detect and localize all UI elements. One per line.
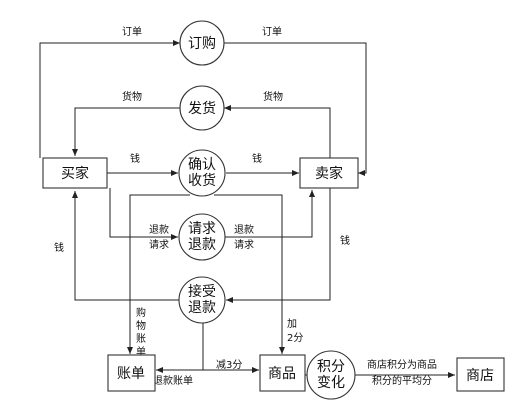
node-confirm-label-2: 收货 bbox=[188, 172, 216, 189]
node-score-change: 积分 变化 bbox=[306, 350, 356, 400]
node-seller: 卖家 bbox=[299, 157, 359, 189]
node-refund-request-label-2: 退款 bbox=[188, 237, 216, 253]
node-bill-label: 账单 bbox=[117, 366, 145, 382]
edge-buyer-to-refund-request bbox=[109, 188, 178, 240]
node-confirm-label-1: 确认 bbox=[188, 157, 216, 173]
edge-seller-to-accept-refund bbox=[226, 188, 331, 303]
node-score-label-1: 积分 bbox=[317, 359, 345, 375]
edge-label-refund-left-2: 请求 bbox=[149, 238, 169, 251]
edge-label-money-seller: 钱 bbox=[252, 152, 262, 165]
edge-label-money-back-right: 钱 bbox=[340, 234, 350, 247]
edge-accept-refund-to-buyer bbox=[72, 191, 180, 301]
node-shop: 商店 bbox=[456, 357, 505, 392]
edge-ship-to-buyer bbox=[72, 107, 180, 156]
edge-label-plus2-1: 加 bbox=[287, 318, 297, 330]
node-buyer: 买家 bbox=[42, 157, 108, 189]
edge-label-purchase-bill-3: 账 bbox=[136, 333, 146, 345]
edge-label-avg-score-2: 积分的平均分 bbox=[372, 374, 432, 387]
edge-label-refund-right-2: 请求 bbox=[234, 238, 254, 251]
edge-confirm-to-bill bbox=[127, 194, 190, 354]
node-refund-request: 请求 退款 bbox=[178, 213, 226, 261]
node-ship: 发货 bbox=[179, 85, 225, 131]
edge-label-refund-left-1: 退款 bbox=[149, 223, 169, 236]
edge-order-to-seller bbox=[224, 42, 367, 176]
edge-confirm-to-goods bbox=[214, 194, 285, 354]
edge-label-money-back-left: 钱 bbox=[54, 241, 64, 254]
edge-refund-request-to-seller bbox=[224, 190, 315, 238]
edge-buyer-to-order bbox=[39, 40, 180, 158]
node-ship-label: 发货 bbox=[188, 100, 216, 117]
edge-label-minus3: 减3分 bbox=[216, 359, 242, 371]
node-goods-label: 商品 bbox=[268, 366, 296, 382]
node-accept-refund: 接受 退款 bbox=[178, 276, 226, 324]
node-confirm-receipt: 确认 收货 bbox=[178, 149, 226, 197]
node-order: 订购 bbox=[179, 20, 225, 66]
node-seller-label: 卖家 bbox=[315, 165, 343, 182]
node-refund-request-label-1: 请求 bbox=[188, 221, 216, 237]
node-accept-refund-label-2: 退款 bbox=[188, 300, 216, 316]
edge-label-plus2-2: 2分 bbox=[287, 332, 303, 344]
edge-label-avg-score-1: 商店积分为商品 bbox=[367, 358, 437, 371]
edge-label-purchase-bill-1: 购 bbox=[136, 306, 146, 319]
node-score-label-2: 变化 bbox=[317, 375, 345, 391]
node-bill: 账单 bbox=[107, 354, 156, 392]
node-buyer-label: 买家 bbox=[61, 165, 89, 182]
edge-label-goods-out: 货物 bbox=[122, 90, 142, 103]
edge-label-money-buyer: 钱 bbox=[130, 152, 140, 165]
edge-label-order-out: 订单 bbox=[262, 26, 282, 38]
edge-label-refund-right-1: 退款 bbox=[234, 223, 254, 236]
edge-label-purchase-bill-2: 物 bbox=[136, 319, 146, 332]
node-goods: 商品 bbox=[259, 354, 306, 392]
node-shop-label: 商店 bbox=[466, 368, 494, 384]
node-accept-refund-label-1: 接受 bbox=[188, 283, 216, 300]
edge-label-refund-bill: 退款账单 bbox=[153, 374, 193, 387]
edge-label-order-in: 订单 bbox=[122, 26, 142, 38]
edge-seller-to-ship bbox=[224, 105, 331, 158]
edge-label-goods-in: 货物 bbox=[263, 90, 283, 103]
edge-label-purchase-bill-4: 单 bbox=[136, 346, 146, 358]
node-order-label: 订购 bbox=[188, 36, 216, 52]
